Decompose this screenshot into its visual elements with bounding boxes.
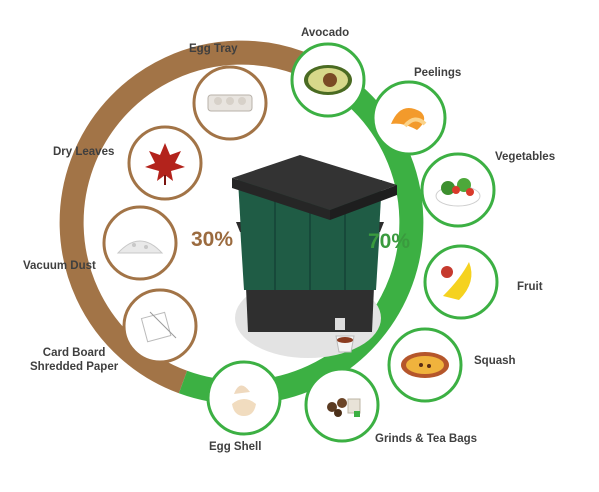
item-badge-banana (423, 244, 499, 320)
banana-icon (441, 262, 472, 300)
item-badge-tea-bag (304, 367, 380, 443)
brown-ring-segment (59, 40, 305, 394)
label-squash: Squash (474, 355, 516, 367)
label-vacuum-dust: Vacuum Dust (23, 260, 96, 272)
label-grinds-tea-bags: Grinds & Tea Bags (375, 433, 478, 445)
label-cardboard-paper: Card Board Shredded Paper (30, 347, 119, 373)
item-badge-dust (102, 205, 178, 281)
item-badge-salad (420, 152, 496, 228)
label-egg-tray: Egg Tray (189, 43, 238, 55)
squash-icon (401, 352, 449, 378)
label-avocado: Avocado (301, 27, 350, 39)
item-badge-paper (122, 288, 198, 364)
egg-tray-icon (207, 94, 253, 112)
brown-percent-label: 30% (191, 228, 234, 251)
label-vegetables: Vegetables (495, 151, 556, 163)
maple-leaf-icon (145, 143, 185, 185)
label-fruit: Fruit (517, 281, 543, 293)
tea-bag-icon (327, 398, 361, 417)
salad-icon (435, 178, 481, 207)
item-badge-maple-leaf (127, 125, 203, 201)
orange-peel-icon (391, 108, 427, 130)
label-egg-shell: Egg Shell (209, 441, 262, 453)
paper-icon (140, 311, 177, 343)
item-badge-avocado (290, 42, 366, 118)
item-badge-orange-peel (371, 80, 447, 156)
item-badge-squash (387, 327, 463, 403)
item-badge-egg-shell (206, 360, 282, 436)
egg-shell-icon (232, 385, 256, 416)
green-percent-label: 70% (368, 230, 411, 253)
worm-bin-illustration (232, 155, 397, 358)
label-peelings: Peelings (414, 67, 462, 79)
dust-icon (116, 240, 164, 254)
avocado-icon (304, 65, 352, 95)
label-dry-leaves: Dry Leaves (53, 146, 115, 158)
item-badge-egg-tray (192, 65, 268, 141)
